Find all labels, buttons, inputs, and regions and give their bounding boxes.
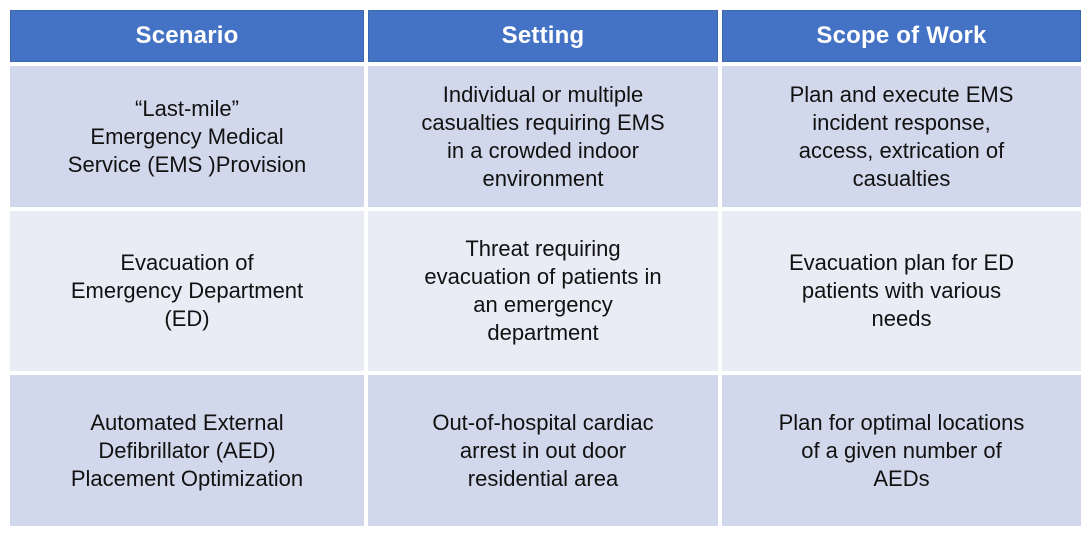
cell-row2-scenario: Evacuation of Emergency Department (ED) bbox=[10, 211, 364, 371]
column-header-scope-of-work: Scope of Work bbox=[722, 10, 1081, 62]
cell-row3-scope: Plan for optimal locations of a given nu… bbox=[722, 375, 1081, 526]
cell-row2-scope: Evacuation plan for ED patients with var… bbox=[722, 211, 1081, 371]
column-header-setting: Setting bbox=[368, 10, 718, 62]
cell-row1-setting: Individual or multiple casualties requir… bbox=[368, 66, 718, 207]
cell-row2-setting: Threat requiring evacuation of patients … bbox=[368, 211, 718, 371]
cell-row1-scope: Plan and execute EMS incident response, … bbox=[722, 66, 1081, 207]
scenarios-table: Scenario Setting Scope of Work “Last-mil… bbox=[10, 10, 1081, 526]
column-header-scenario: Scenario bbox=[10, 10, 364, 62]
cell-row3-scenario: Automated External Defibrillator (AED) P… bbox=[10, 375, 364, 526]
cell-row1-scenario: “Last-mile” Emergency Medical Service (E… bbox=[10, 66, 364, 207]
cell-row3-setting: Out-of-hospital cardiac arrest in out do… bbox=[368, 375, 718, 526]
